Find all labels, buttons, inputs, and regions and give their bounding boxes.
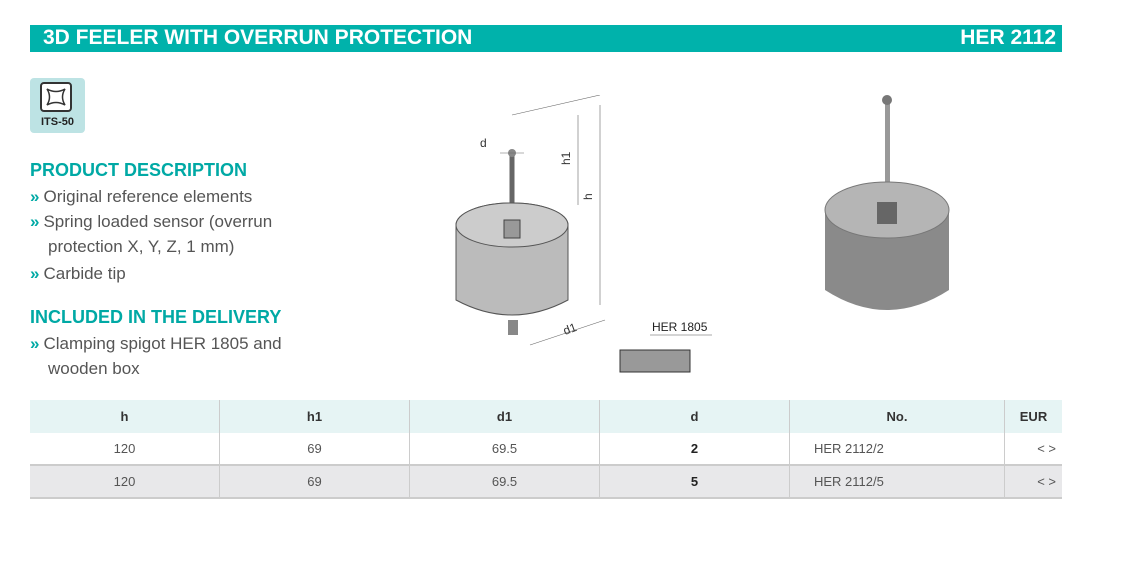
dim-h1: h1 (559, 151, 573, 165)
technical-drawing: d h1 h d1 HER 1805 (455, 95, 712, 373)
title-bar: 3D FEELER WITH OVERRUN PROTECTION HER 21… (30, 25, 1062, 52)
cell: 120 (30, 465, 220, 499)
dim-h: h (581, 193, 595, 200)
table-row: 120 69 69.5 2 HER 2112/2 < > (30, 433, 1062, 466)
product-table: h h1 d1 d No. EUR 120 69 69.5 2 HER 2112… (30, 400, 1062, 499)
cell: HER 2112/2 (789, 433, 1005, 466)
cell: 69 (219, 433, 410, 466)
spigot-label: HER 1805 (652, 320, 708, 334)
col-no: No. (789, 400, 1005, 433)
col-d: d (599, 400, 790, 433)
table-row: 120 69 69.5 5 HER 2112/5 < > (30, 465, 1062, 499)
cell: 2 (599, 433, 790, 466)
col-eur: EUR (1004, 400, 1062, 433)
interface-icon (40, 82, 72, 112)
cell: 120 (30, 433, 220, 466)
product-photo (824, 95, 950, 310)
list-item: »Carbide tip (30, 264, 126, 283)
cell: 69.5 (409, 433, 600, 466)
cell: HER 2112/5 (789, 465, 1005, 499)
cell: 5 (599, 465, 790, 499)
dim-d: d (480, 136, 487, 150)
list-item: »Original reference elements (30, 187, 253, 206)
price-cell[interactable]: < > (1004, 433, 1062, 466)
badge-label: ITS-50 (40, 116, 74, 128)
product-description-heading: PRODUCT DESCRIPTION (30, 160, 248, 180)
cell: 69 (219, 465, 410, 499)
its-50-badge: ITS-50 (30, 78, 85, 133)
page-title: 3D FEELER WITH OVERRUN PROTECTION (43, 26, 473, 49)
dim-d1: d1 (561, 320, 579, 338)
cell: 69.5 (409, 465, 600, 499)
col-h: h (30, 400, 220, 433)
price-cell[interactable]: < > (1004, 465, 1062, 499)
col-d1: d1 (409, 400, 600, 433)
col-h1: h1 (219, 400, 410, 433)
table-header: h h1 d1 d No. EUR (30, 400, 1062, 433)
product-code: HER 2112 (960, 26, 1056, 49)
delivery-heading: INCLUDED IN THE DELIVERY (30, 307, 282, 327)
